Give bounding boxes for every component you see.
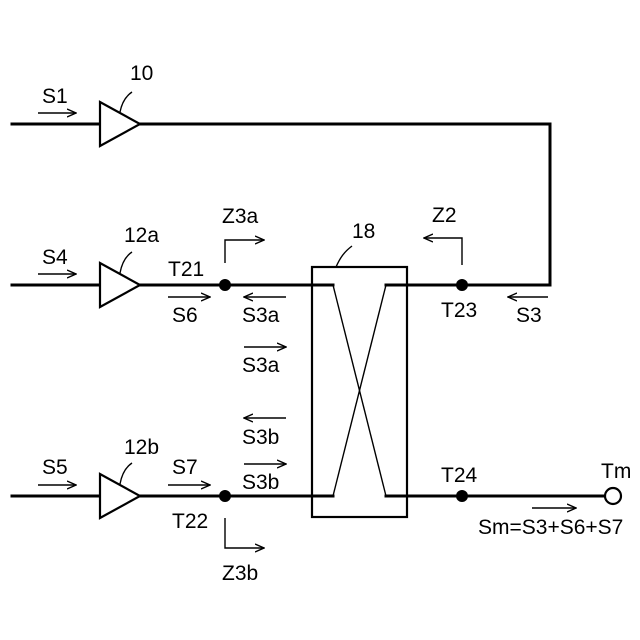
- label-s3: S3: [516, 304, 542, 327]
- label-s6: S6: [172, 304, 198, 327]
- node-t24: [456, 490, 468, 502]
- arrow-z2: [424, 238, 462, 265]
- label-sm: Sm=S3+S6+S7: [478, 516, 623, 539]
- leader-18: [336, 246, 352, 267]
- label-t21: T21: [168, 258, 204, 281]
- label-t22: T22: [172, 510, 208, 533]
- label-s3a-left: S3a: [242, 304, 280, 327]
- label-t23: T23: [441, 299, 477, 322]
- label-s3a-down: S3a: [242, 354, 280, 377]
- label-s3b-fwd: S3b: [242, 471, 279, 494]
- leader-10: [120, 92, 132, 112]
- label-s7: S7: [172, 456, 198, 479]
- label-s1: S1: [42, 85, 68, 108]
- label-s5: S5: [42, 456, 68, 479]
- label-amplifier-12b: 12b: [124, 436, 159, 459]
- terminal-tm: [605, 488, 621, 504]
- amplifier-12a: [100, 263, 140, 307]
- label-z3a: Z3a: [222, 205, 259, 228]
- node-t22: [219, 490, 231, 502]
- node-t23: [456, 279, 468, 291]
- leader-12a: [120, 252, 132, 273]
- label-coupler-18: 18: [352, 220, 375, 243]
- label-z3b: Z3b: [222, 562, 258, 585]
- label-z2: Z2: [432, 204, 457, 227]
- label-s3b-up: S3b: [242, 426, 279, 449]
- label-amplifier-12a: 12a: [124, 224, 159, 247]
- label-tm: Tm: [601, 460, 631, 483]
- amplifier-12b: [100, 474, 140, 518]
- label-s4: S4: [42, 246, 68, 269]
- label-t24: T24: [441, 464, 478, 487]
- amplifier-10: [100, 102, 140, 146]
- node-t21: [219, 279, 231, 291]
- leader-12b: [120, 463, 132, 484]
- label-amplifier-10: 10: [130, 62, 153, 85]
- arrow-z3a: [225, 240, 264, 263]
- arrow-z3b: [225, 518, 264, 548]
